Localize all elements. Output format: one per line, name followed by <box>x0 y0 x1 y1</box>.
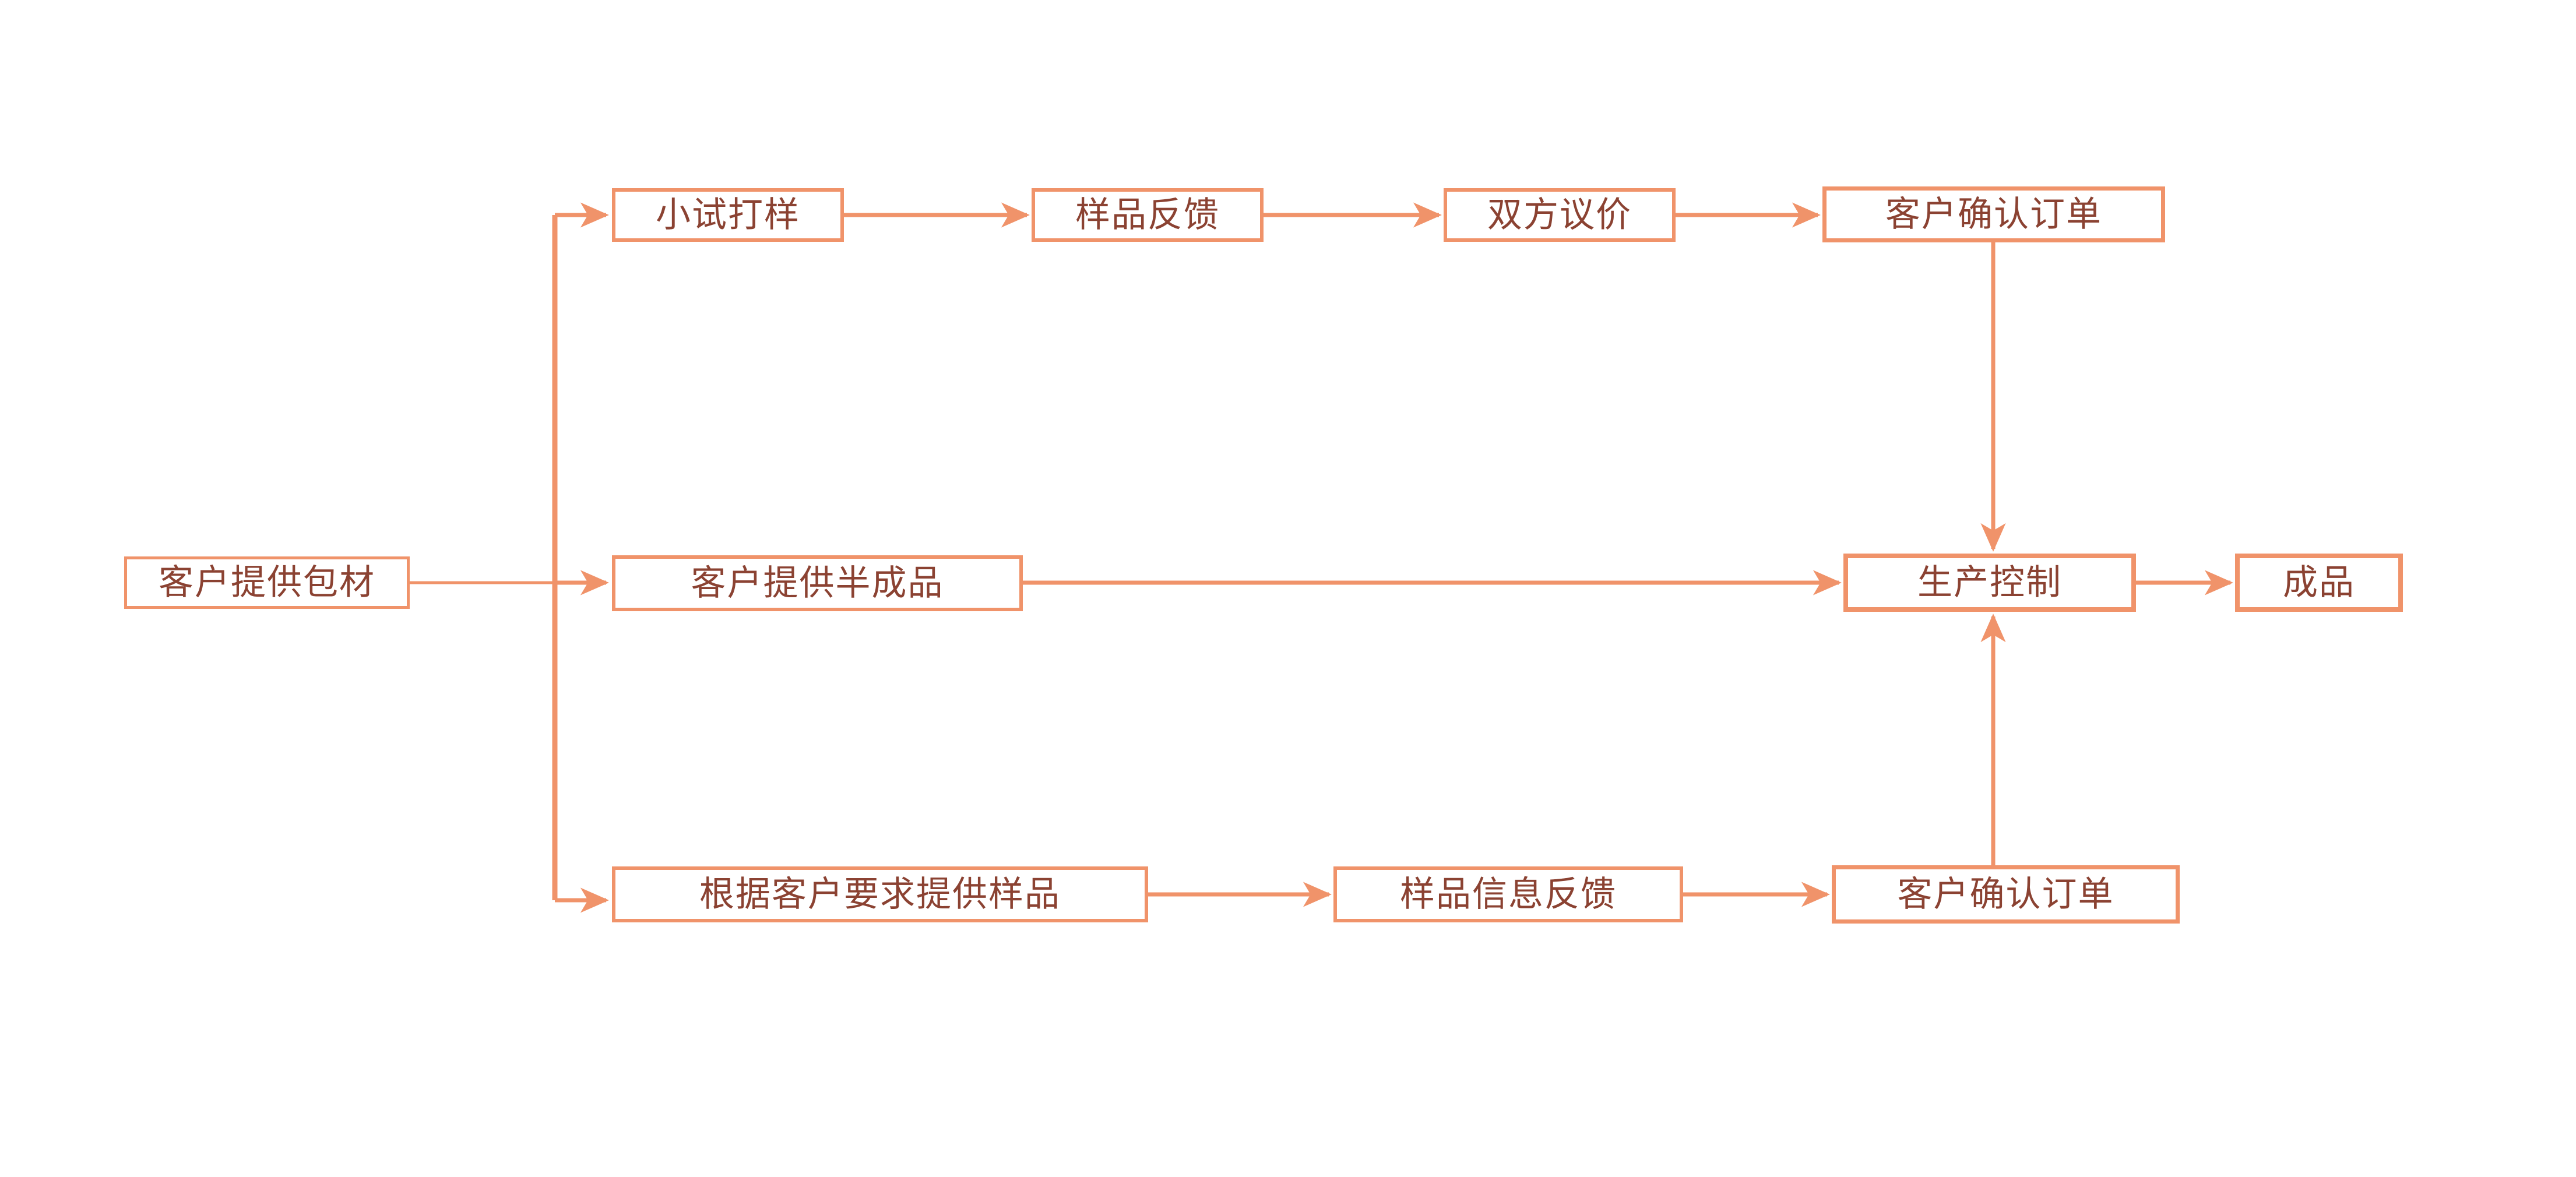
node-label: 小试打样 <box>656 195 800 234</box>
node-label: 样品反馈 <box>1075 195 1220 234</box>
node-label: 根据客户要求提供样品 <box>699 875 1061 914</box>
node-label: 成品 <box>2283 563 2355 602</box>
node-customer-confirms-order-bottom[interactable]: 客户确认订单 <box>1832 865 2180 924</box>
node-label: 样品信息反馈 <box>1400 875 1617 914</box>
node-label: 客户确认订单 <box>1885 195 2102 234</box>
node-customer-provides-packaging[interactable]: 客户提供包材 <box>124 556 410 609</box>
node-customer-confirms-order-top[interactable]: 客户确认订单 <box>1822 186 2165 242</box>
node-label: 生产控制 <box>1917 563 2062 602</box>
node-customer-provides-semifinished[interactable]: 客户提供半成品 <box>612 555 1023 611</box>
node-finished-product[interactable]: 成品 <box>2235 554 2403 612</box>
node-label: 客户提供半成品 <box>691 563 944 602</box>
node-label: 双方议价 <box>1487 195 1632 234</box>
node-price-negotiation[interactable]: 双方议价 <box>1444 188 1676 242</box>
node-production-control[interactable]: 生产控制 <box>1843 554 2136 612</box>
node-sample-info-feedback[interactable]: 样品信息反馈 <box>1333 866 1683 922</box>
node-label: 客户提供包材 <box>159 563 375 602</box>
node-sample-feedback[interactable]: 样品反馈 <box>1032 188 1264 242</box>
node-label: 客户确认订单 <box>1897 875 2114 914</box>
node-provide-sample-per-request[interactable]: 根据客户要求提供样品 <box>612 866 1148 922</box>
node-trial-sampling[interactable]: 小试打样 <box>612 188 844 242</box>
